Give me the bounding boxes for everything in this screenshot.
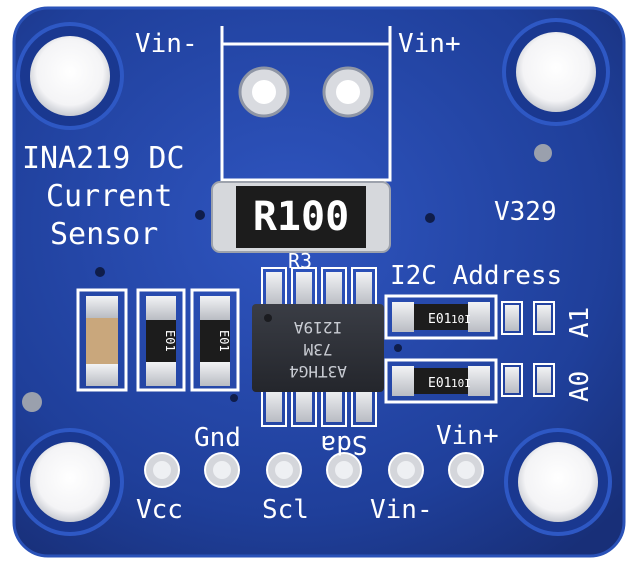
- address-resistor-a0-marking-alt: 10I: [451, 377, 471, 390]
- address-resistor-a1-marking: E01: [428, 312, 451, 327]
- header-pins: [144, 452, 484, 488]
- i2c-address-heading: I2C Address: [390, 261, 562, 291]
- shunt-marking: R100: [253, 194, 349, 240]
- mounting-hole-top-right: [502, 18, 610, 126]
- label-a0: A0: [565, 371, 595, 402]
- pin-label-vin-plus: Vin+: [436, 421, 499, 451]
- jumper-pads-a0: [501, 363, 555, 397]
- capacitor: [76, 288, 128, 392]
- address-resistor-a0-marking: E01: [428, 376, 451, 391]
- pin-scl: [266, 452, 302, 488]
- chip-line-3: I219A: [294, 318, 343, 337]
- terminal-hole-right: [322, 66, 374, 118]
- version-label: V329: [494, 197, 557, 227]
- jumper-pads-a1: [501, 301, 555, 335]
- pin-gnd: [204, 452, 240, 488]
- chip-line-1: A3THG4: [289, 362, 347, 381]
- pcb-body: [12, 6, 626, 558]
- mounting-hole-top-left: [16, 22, 124, 130]
- shunt-resistor: R100: [211, 181, 391, 253]
- mounting-hole-bottom-left: [16, 428, 124, 536]
- label-a1: A1: [565, 307, 595, 338]
- pin-vin-minus: [388, 452, 424, 488]
- pin-label-gnd: Gnd: [194, 423, 241, 453]
- product-line-3: Sensor: [50, 217, 158, 252]
- label-vin-plus-top: Vin+: [398, 29, 461, 59]
- pin-vin-plus: [448, 452, 484, 488]
- resistor-vertical-2-marking: E01: [217, 330, 231, 352]
- resistor-vertical-1-marking: E01: [163, 330, 177, 352]
- product-line-2: Current: [46, 179, 172, 214]
- resistor-vertical-2: E01: [190, 288, 240, 392]
- mounting-hole-bottom-right: [504, 428, 612, 536]
- product-line-1: INA219 DC: [22, 141, 185, 176]
- address-resistor-a0: E01 10I: [384, 358, 498, 404]
- address-resistor-a1-marking-alt: 10I: [451, 313, 471, 326]
- pin-label-sda: Sda: [321, 429, 368, 459]
- address-resistor-a1: E01 10I: [384, 294, 498, 340]
- chip-marking: A3THG4 73M I219A: [289, 318, 347, 381]
- pin-sda: [326, 452, 362, 488]
- pin-label-vcc: Vcc: [136, 495, 183, 525]
- label-vin-minus-top: Vin-: [135, 29, 198, 59]
- terminal-outline: [220, 26, 392, 182]
- ina219-chip: A3THG4 73M I219A: [252, 267, 384, 427]
- pin-label-vin-minus: Vin-: [370, 495, 433, 525]
- pin-label-scl: Scl: [262, 495, 309, 525]
- terminal-hole-left: [238, 66, 290, 118]
- resistor-vertical-1: E01: [136, 288, 186, 392]
- pin-vcc: [144, 452, 180, 488]
- chip-line-2: 73M: [304, 340, 333, 359]
